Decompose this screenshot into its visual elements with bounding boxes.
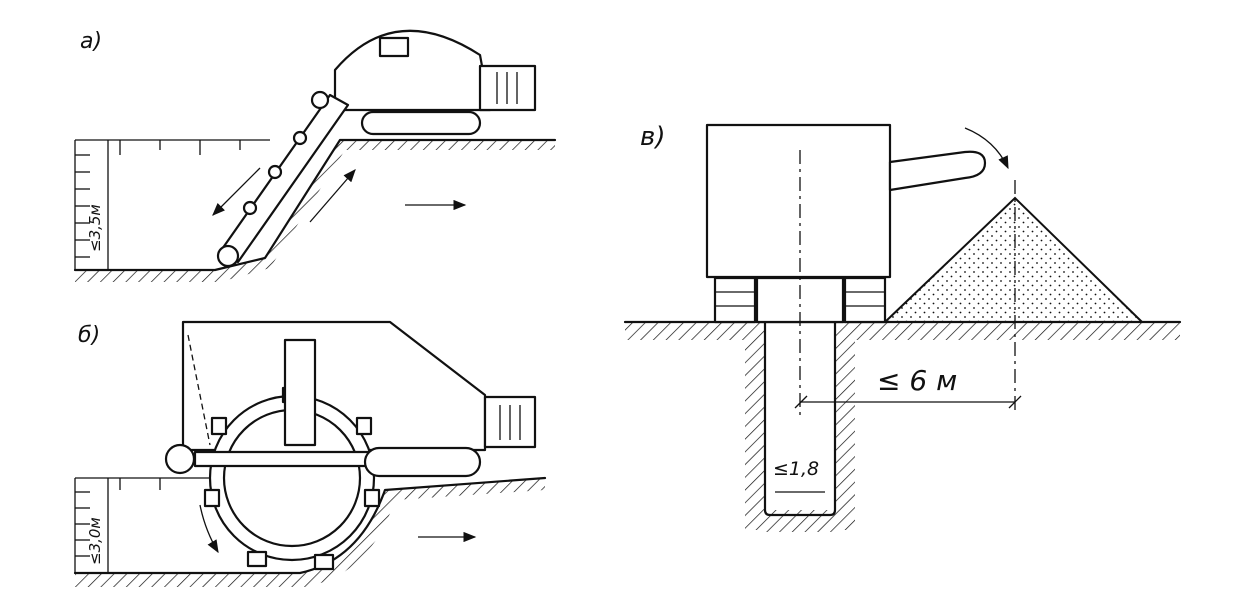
panel-b-rotation-arrow [199, 504, 219, 554]
panel-v-boom [888, 150, 987, 192]
panel-v-shaft [763, 320, 837, 517]
panel-b-label: б) [78, 323, 100, 348]
panel-b-crawler-track [363, 446, 482, 478]
panel-v-distance-label: ≤ 6 м [877, 364, 957, 397]
panel-b-depth-label: ≤3,0м [86, 517, 104, 565]
panel-a-excavator-cab [333, 29, 492, 112]
panel-v-width-label: ≤1,8 [773, 458, 819, 480]
panel-a-chain-excavator: ≤3,5м a) [73, 29, 557, 282]
panel-b-rotary-excavator: ≤3,0м б) [73, 320, 547, 587]
panel-a-depth-label: ≤3,5м [86, 204, 104, 252]
panel-a-chain-down-arrow [212, 167, 261, 216]
panel-a-cab-window [378, 36, 410, 58]
panel-a-chain-up-arrow [309, 169, 356, 223]
panel-a-wall-ticks [75, 140, 241, 258]
panel-b-ground-line [73, 476, 547, 575]
panel-b-ground-hatch [75, 478, 545, 587]
panel-v-left-track [713, 276, 757, 324]
panel-v-right-track [843, 276, 887, 324]
panel-v-ground-hatch-right [835, 322, 1180, 530]
panel-v-spoil-pile [882, 196, 1145, 323]
panel-a-label: a) [80, 29, 102, 54]
panel-b-wall-ticks [75, 478, 161, 557]
panel-v-rotation-arrow [964, 127, 1009, 170]
panel-a-crawler-track [360, 110, 482, 136]
panel-v-machine-body [705, 123, 892, 279]
panel-b-rotor-mast [283, 338, 317, 447]
panel-v-label: в) [640, 122, 665, 152]
panel-a-digging-boom [218, 93, 350, 264]
panel-v-ground-hatch-left [625, 322, 765, 530]
panel-a-ground-line [73, 138, 557, 272]
panel-a-ground-hatch [75, 140, 555, 282]
panel-v-shaft-excavator: ≤1,8 ≤ 6 м в) [623, 122, 1182, 532]
panel-b-conveyor [193, 450, 382, 468]
